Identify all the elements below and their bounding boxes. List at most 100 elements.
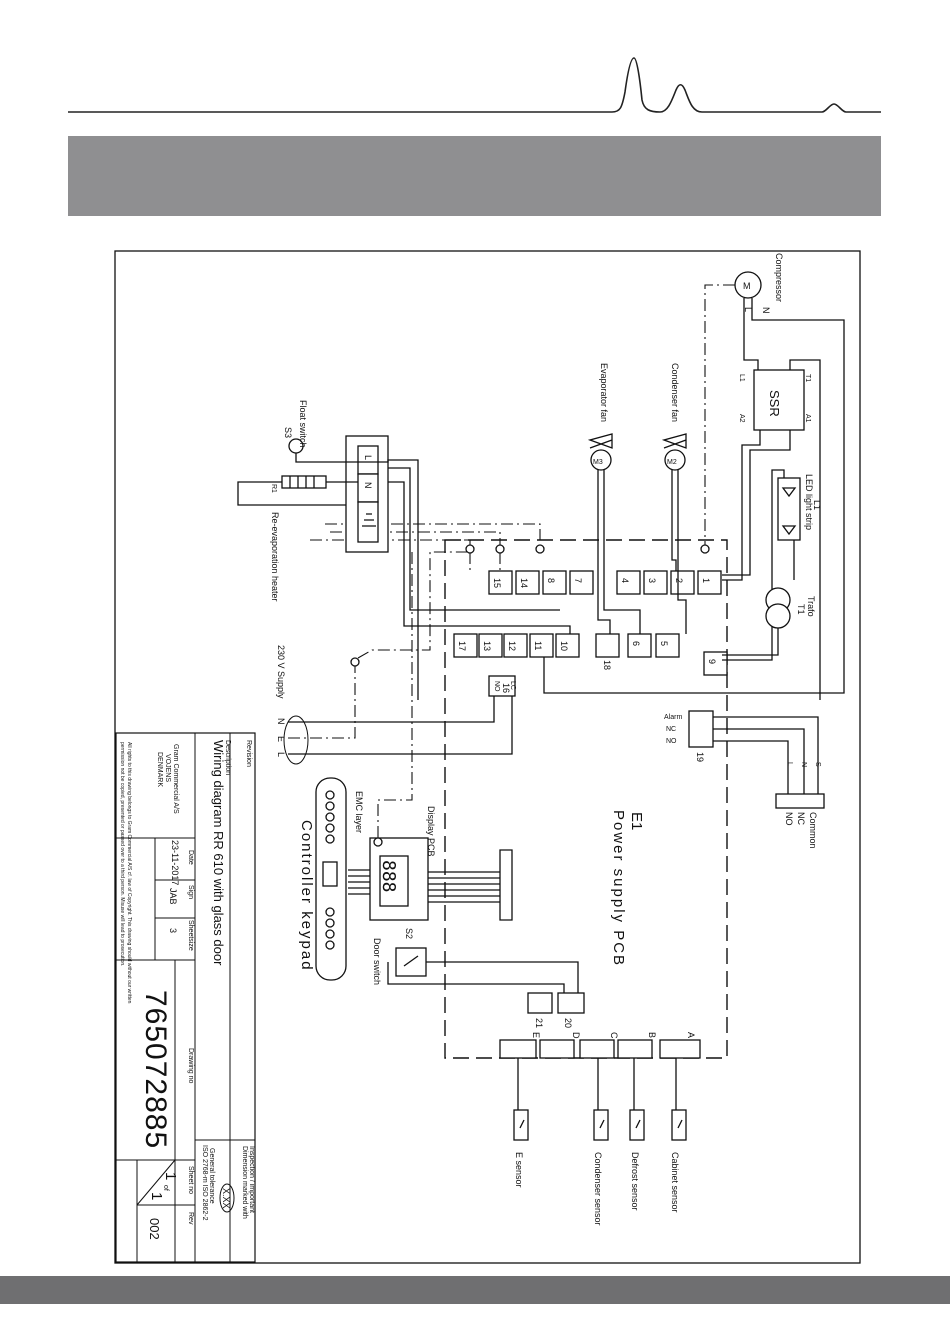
terminal-1: 1 — [701, 578, 711, 583]
l-wire — [388, 467, 560, 611]
display-digits: 888 — [378, 860, 399, 893]
company-line-3: DENMARK — [156, 752, 163, 787]
ssr-a2: A2 — [738, 414, 745, 423]
terminal-11: 11 — [533, 641, 543, 650]
terminal-4: 4 — [620, 578, 630, 583]
compressor-n-wire — [543, 298, 845, 694]
float-switch-label: Float switch — [298, 400, 308, 448]
ssr-t1: T1 — [804, 374, 811, 382]
terminal-8: 8 — [546, 578, 556, 583]
terminal-16: 16 — [501, 683, 511, 693]
ssr-l1: L1 — [738, 374, 745, 382]
led-light-strip — [777, 477, 801, 541]
trafo-coil-2 — [765, 603, 791, 629]
tb-sheetsize-label: Sheetsize — [187, 920, 194, 951]
terminal-16-no: NO — [493, 681, 500, 692]
ribbon-connector — [499, 849, 513, 921]
condenser-fan-label: Condenser fan — [670, 363, 680, 422]
earth-point-3 — [535, 544, 545, 554]
cond-fan-wire-a — [671, 470, 677, 571]
terminal-21-block — [527, 992, 553, 1014]
header-rule — [68, 57, 881, 113]
s2-label: S2 — [404, 928, 414, 939]
compressor-earth-wire — [704, 284, 735, 548]
trafo-label: Trafo — [806, 596, 816, 617]
keypad-ribbon — [348, 869, 370, 895]
terminal-14: 14 — [519, 578, 529, 588]
tb-sheetsize: 3 — [168, 928, 178, 933]
tb-inspection-1: Inspection / important — [248, 1146, 255, 1213]
earth-point-4 — [700, 544, 710, 554]
supply-cable — [283, 715, 309, 765]
earth-point-2 — [495, 544, 505, 554]
copyright-line-1: All rights to this drawing belongs to Gr… — [126, 742, 132, 1004]
copyright-line-2: permission not be copied, presented or p… — [119, 742, 125, 967]
supply-e: E — [276, 736, 286, 742]
terminal-row-1 — [488, 570, 722, 595]
terminal-6: 6 — [631, 641, 641, 646]
terminal-5: 5 — [659, 641, 669, 646]
tb-sheet-of: of — [162, 1185, 169, 1191]
terminal-15: 15 — [492, 578, 502, 588]
terminal-2: 2 — [674, 578, 684, 583]
tb-rev-label: Rev — [187, 1212, 194, 1225]
door-switch-contact — [403, 955, 419, 967]
tb-date-label: Date — [187, 850, 194, 865]
ssr-a1-wire — [722, 430, 791, 576]
cond-fan-wire-b — [677, 470, 687, 634]
tb-rev: 002 — [147, 1218, 162, 1240]
evaporator-fan-icon — [587, 433, 613, 449]
heater-wire — [237, 481, 358, 506]
re-evaporation-heater — [281, 475, 327, 489]
compressor-l-wire — [743, 298, 759, 372]
tb-sheet-of-count: 1 — [148, 1192, 165, 1200]
tb-tolerance-std: ISO 2768-m ISO 2862-2 — [201, 1145, 208, 1221]
trafo-id: T1 — [796, 604, 806, 615]
led-strip-label: LED light strip — [804, 474, 814, 530]
ssr-a1: A1 — [804, 414, 811, 423]
supply-label: 230 V Supply — [276, 645, 286, 699]
display-earth-point — [373, 837, 383, 847]
alarm-wires — [713, 716, 819, 794]
supply-earth-point — [350, 657, 360, 667]
ext-common: Common — [808, 812, 818, 849]
terminal-20-block — [557, 992, 585, 1014]
evaporator-fan-label: Evaporator fan — [599, 363, 609, 422]
terminal-17: 17 — [457, 641, 467, 651]
supply-n-wire — [288, 696, 495, 723]
condenser-sensor-label: Condenser sensor — [593, 1152, 603, 1226]
display-earth — [377, 552, 413, 838]
float-switch-wire — [295, 453, 419, 700]
drawing-number: 765072885 — [139, 990, 172, 1149]
m3-label: M3 — [593, 459, 603, 466]
e1-name: Power supply PCB — [610, 810, 627, 967]
earth-drops — [469, 552, 501, 571]
display-ribbon — [428, 871, 500, 903]
terminal-18: 18 — [602, 660, 612, 670]
terminal-earth-cell — [357, 501, 379, 543]
ssr-label: SSR — [767, 390, 782, 417]
earth-point-1 — [465, 544, 475, 554]
trafo-wire — [722, 628, 779, 656]
tb-sign: JAB — [168, 888, 178, 905]
footer-band — [0, 1276, 950, 1304]
terminal-19-block — [688, 710, 714, 748]
title-band — [68, 136, 881, 216]
term-n: N — [363, 482, 373, 489]
tb-sheet-no-label: Sheet no — [187, 1166, 194, 1194]
drawing-frame — [114, 250, 861, 1264]
compressor-m: M — [743, 281, 751, 291]
terminal-12: 12 — [507, 641, 517, 651]
evap-fan-wire-b — [603, 470, 641, 634]
defrost-sensor-label: Defrost sensor — [630, 1152, 640, 1211]
sensors — [513, 1058, 687, 1141]
supply-l: L — [276, 752, 286, 757]
seven-segment-display — [379, 855, 409, 907]
connector-b: B — [647, 1032, 657, 1038]
keypad-label: Controller keypad — [298, 820, 315, 972]
evap-fan-wire-a — [597, 470, 611, 634]
diagram-title: Wiring diagram RR 610 with glass door — [211, 740, 226, 966]
terminal-9: 9 — [707, 659, 717, 664]
alarm-no-label: NO — [666, 738, 677, 745]
